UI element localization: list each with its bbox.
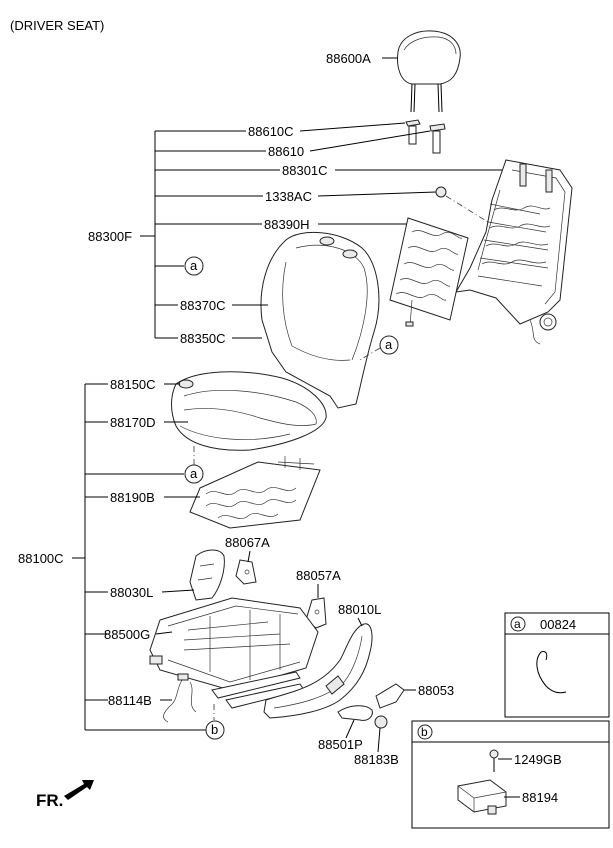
label-88350C: 88350C <box>180 331 226 346</box>
cap-drawing <box>374 715 388 729</box>
back-frame-drawing <box>455 159 573 345</box>
callout-b: b <box>211 722 218 737</box>
cushion-heater-drawing <box>189 456 321 529</box>
inset-b-marker: b <box>421 725 428 739</box>
label-1338AC: 1338AC <box>265 189 312 204</box>
inset-b: b 1249GB 88194 <box>411 720 610 829</box>
seat-cushion-drawing <box>171 371 327 451</box>
label-88370C: 88370C <box>180 298 226 313</box>
label-88030L: 88030L <box>110 585 153 600</box>
lever-drawing <box>337 705 373 721</box>
front-marker-label: FR. <box>36 791 63 810</box>
label-88301C: 88301C <box>282 163 328 178</box>
callout-a-right: a <box>385 337 393 352</box>
screw-drawing <box>489 749 499 772</box>
label-88610: 88610 <box>268 144 304 159</box>
callout-a-back: a <box>190 258 198 273</box>
inner-shield-drawing <box>189 549 225 601</box>
label-88194: 88194 <box>522 790 558 805</box>
label-1249GB: 1249GB <box>514 752 562 767</box>
label-88010L: 88010L <box>338 602 381 617</box>
label-88170D: 88170D <box>110 415 156 430</box>
seat-back-drawing <box>260 231 380 409</box>
label-00824: 00824 <box>540 617 576 632</box>
back-heater-drawing <box>389 217 469 327</box>
guide-drawing <box>405 119 446 154</box>
diagram-title: (DRIVER SEAT) <box>10 18 104 33</box>
label-88501P: 88501P <box>318 737 363 752</box>
nut-drawing <box>435 186 447 198</box>
inset-a-marker: a <box>514 617 521 631</box>
label-88150C: 88150C <box>110 377 156 392</box>
harness-drawing <box>163 673 197 723</box>
label-88300F: 88300F <box>88 229 132 244</box>
label-88390H: 88390H <box>264 217 310 232</box>
label-88114B: 88114B <box>108 693 152 708</box>
label-88610C: 88610C <box>248 124 294 139</box>
label-88100C: 88100C <box>18 551 64 566</box>
label-88190B: 88190B <box>110 490 155 505</box>
label-88500G: 88500G <box>104 627 150 642</box>
label-88057A: 88057A <box>296 568 341 583</box>
headrest-drawing <box>397 30 461 113</box>
module-drawing <box>457 779 507 815</box>
bracket-a-drawing <box>235 559 257 585</box>
label-88600A: 88600A <box>326 51 371 66</box>
knob-drawing <box>375 683 405 709</box>
callout-a-cushion: a <box>190 466 198 481</box>
label-88183B: 88183B <box>354 752 399 767</box>
clip-wire-drawing <box>536 651 567 694</box>
front-arrow-icon <box>64 780 94 800</box>
seat-track-drawing <box>149 597 319 709</box>
outer-shield-drawing <box>263 623 373 719</box>
label-88067A: 88067A <box>225 535 270 550</box>
inset-a: a 00824 <box>504 612 610 718</box>
label-88053: 88053 <box>418 683 454 698</box>
